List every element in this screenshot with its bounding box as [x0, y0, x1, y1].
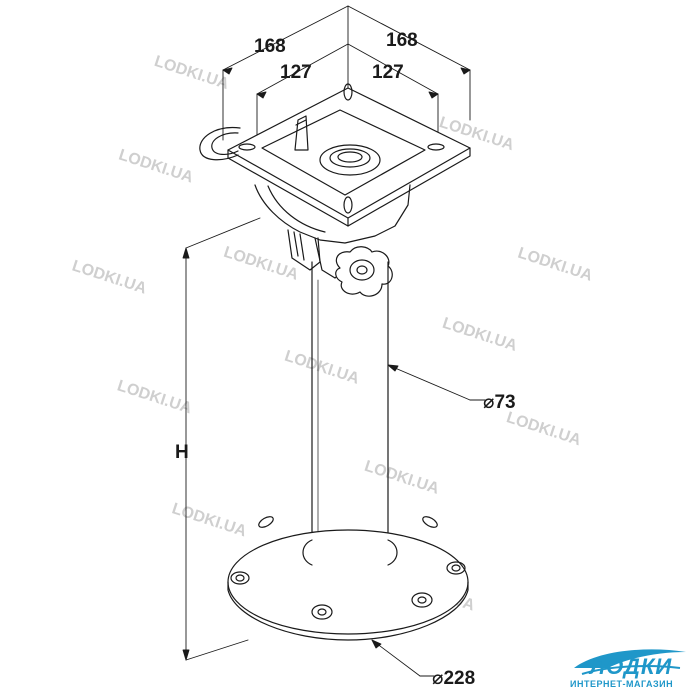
watermark-text: LODKI.UA: [152, 53, 231, 93]
height-dimension: [182, 217, 261, 661]
dim-inner-right: 127: [372, 62, 404, 83]
base-diameter-leader: [371, 639, 435, 677]
brand-subtitle: ИНТЕРНЕТ-МАГАЗИН: [570, 679, 674, 689]
dim-outer-right: 168: [386, 30, 418, 51]
dim-column-diameter: ⌀73: [483, 392, 516, 413]
boat-logo-icon: [574, 649, 686, 675]
base-slots: [230, 516, 466, 620]
watermark-text: LODKI.UA: [362, 458, 441, 498]
watermark-text: LODKI.UA: [222, 244, 301, 284]
watermark-text: LODKI.UA: [504, 409, 583, 449]
brand-name: ЛОДКИ: [590, 654, 673, 679]
dim-base-diameter: ⌀228: [432, 668, 475, 689]
store-logo[interactable]: ЛОДКИ ИНТЕРНЕТ-МАГАЗИН: [568, 646, 690, 694]
dim-inner-left: 127: [280, 62, 312, 83]
watermark-text: LODKI.UA: [440, 315, 519, 355]
watermark-text: LODKI.UA: [70, 258, 149, 298]
watermark-text: LODKI.UA: [116, 146, 195, 186]
watermark-text: LODKI.UA: [282, 348, 361, 388]
swivel-top-plate: [199, 83, 471, 244]
locking-knob: [335, 246, 393, 297]
column-diameter-leader: [387, 364, 486, 401]
watermark-text: LODKI.UA: [516, 245, 595, 285]
watermark-text: LODKI.UA: [115, 377, 194, 417]
dim-height: H: [175, 442, 189, 463]
watermark-text: LODKI.UA: [170, 500, 249, 540]
dim-outer-left: 168: [254, 36, 286, 57]
column-tube: [311, 261, 389, 550]
base-plate: [227, 516, 469, 641]
